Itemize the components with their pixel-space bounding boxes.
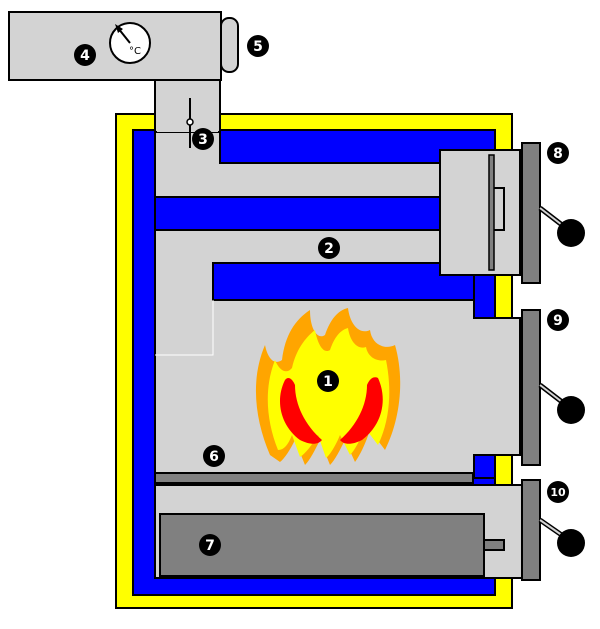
svg-text:4: 4 bbox=[80, 48, 90, 64]
upper-door-latch bbox=[494, 187, 505, 231]
svg-text:10: 10 bbox=[550, 486, 566, 499]
callout-3: 3 bbox=[192, 128, 214, 150]
upper-door-frame bbox=[439, 149, 521, 276]
callout-8: 8 bbox=[547, 142, 569, 164]
callout-2: 2 bbox=[318, 237, 340, 259]
ash-door bbox=[521, 479, 541, 581]
callout-7: 7 bbox=[199, 534, 221, 556]
flame-inner-left bbox=[280, 377, 322, 444]
callout-4: 4 bbox=[74, 44, 96, 66]
flame-inner-right bbox=[340, 377, 383, 444]
svg-text:1: 1 bbox=[323, 374, 333, 390]
thermometer-unit: °C bbox=[129, 46, 141, 57]
callout-5: 5 bbox=[247, 35, 269, 57]
svg-text:6: 6 bbox=[209, 449, 219, 465]
callout-10: 10 bbox=[547, 481, 569, 503]
upper-door-inner-plate bbox=[488, 154, 495, 271]
upper-door-knob bbox=[557, 219, 585, 247]
svg-text:3: 3 bbox=[198, 132, 208, 148]
svg-text:9: 9 bbox=[553, 313, 563, 329]
baffle-upper bbox=[154, 196, 441, 231]
upper-door bbox=[521, 142, 541, 284]
callout-9: 9 bbox=[547, 309, 569, 331]
ash-door-knob bbox=[557, 529, 585, 557]
fire-door-knob bbox=[557, 396, 585, 424]
svg-text:7: 7 bbox=[205, 538, 215, 554]
callout-1: 1 bbox=[317, 370, 339, 392]
chamber-outline bbox=[155, 300, 214, 356]
grate bbox=[154, 472, 474, 484]
svg-text:8: 8 bbox=[553, 146, 563, 162]
svg-text:2: 2 bbox=[324, 241, 334, 257]
svg-text:5: 5 bbox=[253, 39, 263, 55]
thermometer-needle-tip bbox=[115, 24, 123, 33]
callout-6: 6 bbox=[203, 445, 225, 467]
fire-door bbox=[521, 309, 541, 466]
ash-pan-handle bbox=[483, 539, 505, 551]
draft-damper-pivot bbox=[186, 118, 194, 126]
jacket-right-lower bbox=[473, 454, 496, 479]
regulator-cap bbox=[220, 17, 239, 73]
